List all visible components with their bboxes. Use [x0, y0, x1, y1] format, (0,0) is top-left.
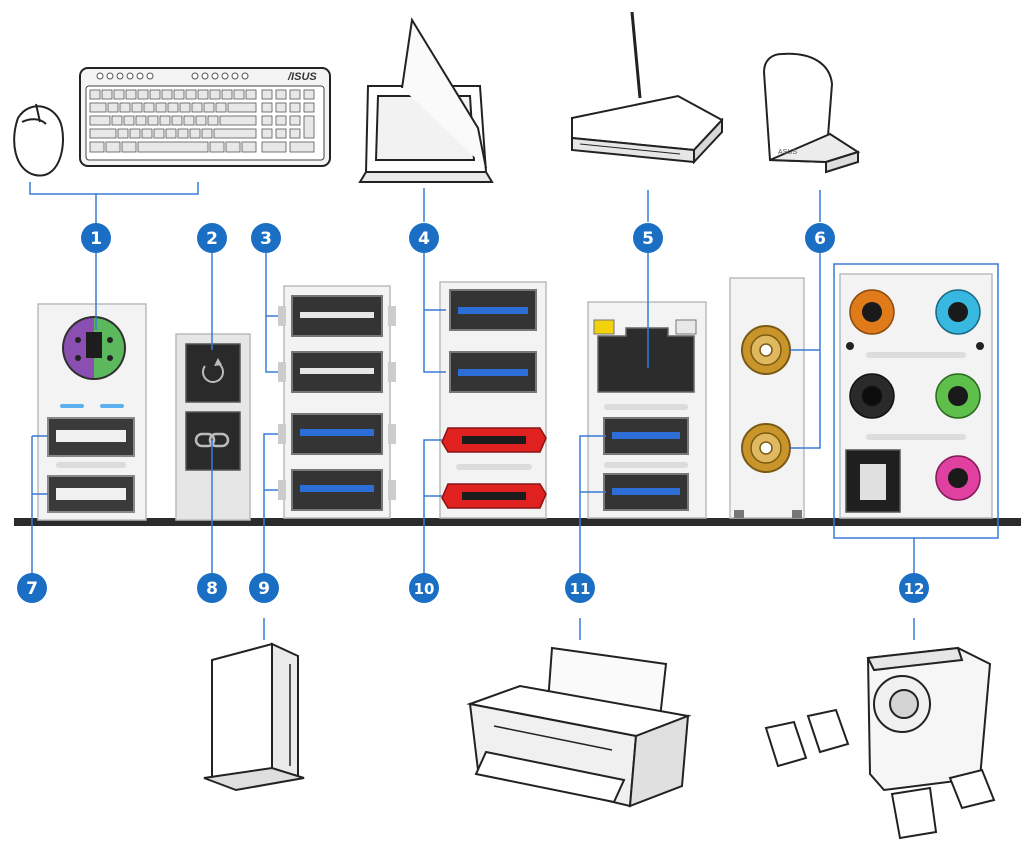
- optical-spdif-port: [845, 449, 901, 513]
- badge-label: 1: [90, 229, 102, 249]
- usb2-port-3b: [291, 351, 383, 393]
- badge-label: 4: [418, 229, 430, 249]
- motherboard-edge: [14, 518, 1021, 526]
- antenna-icon: ASUS: [762, 52, 861, 174]
- usb3-port-9a: [291, 413, 383, 455]
- usb3-port-11a: [603, 417, 689, 455]
- badge-label: 5: [642, 229, 654, 249]
- leader-9: [263, 433, 278, 574]
- usb3-port-9b: [291, 469, 383, 511]
- badge-circle: [81, 223, 111, 253]
- badge-circle: [409, 223, 439, 253]
- badge-circle: [17, 573, 47, 603]
- esata-port-top: [441, 427, 547, 453]
- audio-jack-cyan: [935, 289, 981, 335]
- antenna-connector-panel: [729, 277, 805, 519]
- badge-10: 10: [409, 573, 439, 603]
- badge-8: 8: [197, 573, 227, 603]
- external-drive-icon: [203, 642, 305, 792]
- audio-jack-green: [935, 373, 981, 419]
- badge-label: 11: [570, 580, 591, 598]
- esata-port-bottom: [441, 483, 547, 509]
- leader-10: [423, 439, 442, 574]
- badge-7: 7: [17, 573, 47, 603]
- printer-icon: [466, 646, 692, 808]
- audio-jack-pink: [935, 455, 981, 501]
- badge-circle: [197, 573, 227, 603]
- badge-label: 10: [414, 580, 435, 598]
- bracket-1: [29, 182, 199, 195]
- usb3-port-4b: [449, 351, 537, 393]
- antenna-connector-bottom: [741, 423, 791, 473]
- badge-9: 9: [249, 573, 279, 603]
- badge-5: 5: [633, 223, 663, 253]
- badge-4: 4: [409, 223, 439, 253]
- speakers-icon: [764, 646, 996, 840]
- keyboard-brand: /ISUS: [287, 71, 317, 83]
- keyboard-icon: /ISUS: [79, 67, 331, 167]
- bios-flashback-icon[interactable]: [185, 411, 241, 471]
- badge-2: 2: [197, 223, 227, 253]
- badge-3: 3: [251, 223, 281, 253]
- badge-6: 6: [805, 223, 835, 253]
- port-divider: [604, 462, 688, 468]
- usb2-port-3a: [291, 295, 383, 337]
- badge-label: 6: [814, 229, 826, 249]
- badge-circle: [251, 223, 281, 253]
- leader-4: [423, 250, 446, 373]
- antenna-brand: ASUS: [778, 149, 797, 156]
- badge-label: 2: [206, 229, 218, 249]
- badge-circle: [805, 223, 835, 253]
- badge-label: 7: [26, 579, 38, 599]
- leader-3: [265, 250, 278, 373]
- badge-circle: [409, 573, 439, 603]
- badge-label: 3: [260, 229, 272, 249]
- leader-6: [790, 250, 821, 449]
- usb3-port-4a: [449, 289, 537, 331]
- badge-circle: [249, 573, 279, 603]
- badge-label: 12: [904, 580, 925, 598]
- badge-12: 12: [899, 573, 929, 603]
- badge-label: 8: [206, 579, 218, 599]
- tablet-icon: [358, 17, 494, 183]
- audio-jack-orange: [849, 289, 895, 335]
- usb3-port-11b: [603, 473, 689, 511]
- port-divider: [456, 464, 532, 470]
- leader-7-ports: [32, 435, 48, 495]
- badge-1: 1: [81, 223, 111, 253]
- leader-11: [579, 435, 606, 574]
- badge-circle: [899, 573, 929, 603]
- antenna-connector-top: [741, 325, 791, 375]
- usb2-port-top: [47, 417, 135, 457]
- badge-circle: [197, 223, 227, 253]
- badge-11: 11: [565, 573, 595, 603]
- badge-label: 9: [258, 579, 270, 599]
- usb2-port-bottom: [47, 475, 135, 513]
- mouse-icon: [13, 103, 64, 177]
- router-icon: [571, 11, 724, 165]
- badge-circle: [633, 223, 663, 253]
- lan-port: [593, 319, 697, 393]
- audio-bracket: [833, 263, 999, 539]
- port-divider: [604, 404, 688, 410]
- audio-jack-black: [849, 373, 895, 419]
- clear-cmos-icon[interactable]: [185, 343, 241, 403]
- badge-circle: [565, 573, 595, 603]
- port-divider: [56, 462, 126, 468]
